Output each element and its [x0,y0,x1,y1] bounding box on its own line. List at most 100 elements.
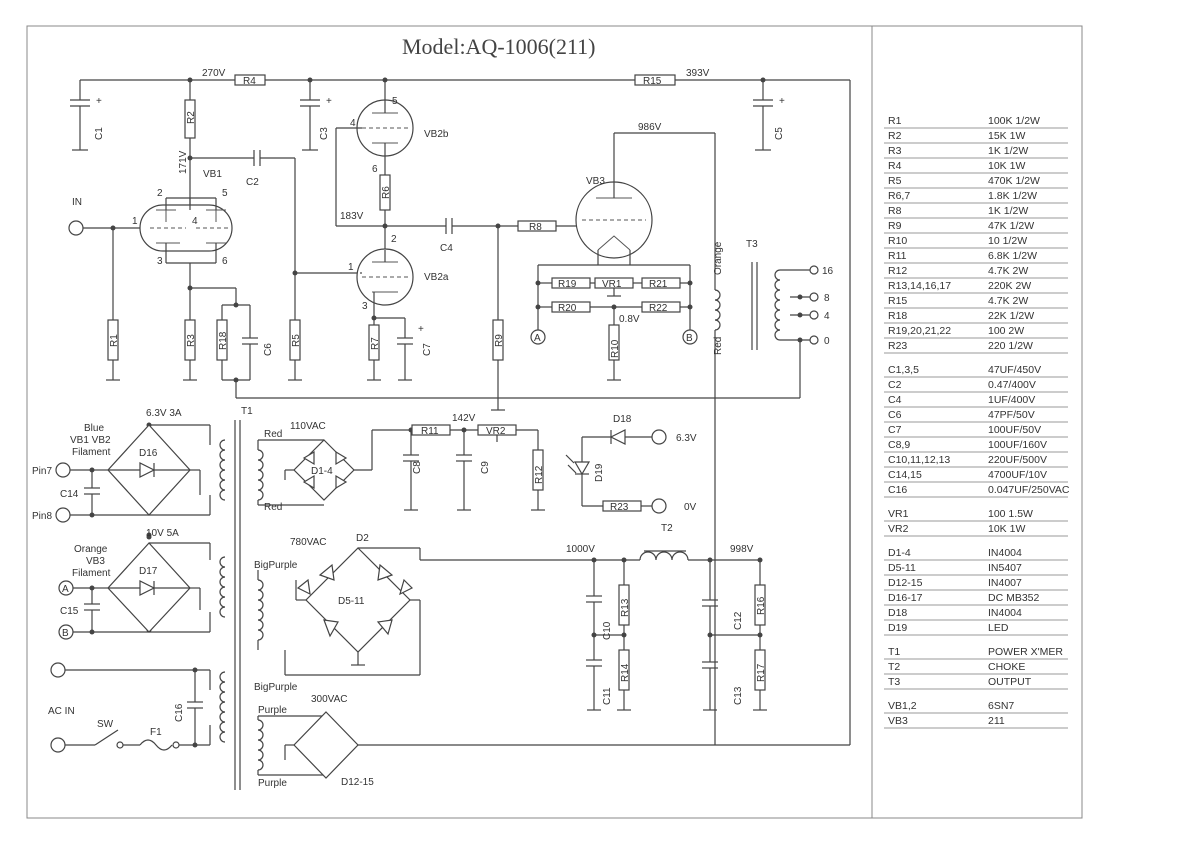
vb2b-pin-6: 6 [372,164,378,175]
bom-part-value: DC MB352 [988,592,1040,604]
bom-part-ref: VR2 [888,523,909,535]
bom-part-ref: C14,15 [888,469,922,481]
pin7-label: Pin7 [32,466,52,477]
bom-part-ref: R5 [888,175,902,187]
bom-part-value: 6SN7 [988,700,1014,712]
r5-label: R5 [291,334,302,347]
bom-part-ref: R3 [888,145,902,157]
drawing-frame [26,25,1083,819]
c13-label: C13 [733,686,744,705]
tap-0: 0 [824,336,830,347]
bom-part-value: 10K 1W [988,160,1025,172]
bom-part-ref: R23 [888,340,907,352]
voltage-393v: 393V [686,68,710,79]
pin7-terminal[interactable] [55,462,71,478]
bom-part-value: 1.8K 1/2W [988,190,1037,202]
bom-part-ref: VB1,2 [888,700,917,712]
vb2b-label: VB2b [424,129,449,140]
bom-part-ref: C16 [888,484,907,496]
input-jack[interactable] [68,220,84,236]
bom-part-ref: D1-4 [888,547,911,559]
tube-vb3 [538,132,716,290]
voltage-6-3v-3a: 6.3V 3A [146,408,182,419]
bom-part-ref: D5-11 [888,562,916,574]
bom-part-ref: R19,20,21,22 [888,325,951,337]
c9-label: C9 [480,461,491,474]
bom-part-value: 15K 1W [988,130,1025,142]
r17-label: R17 [756,663,767,682]
d18-label: D18 [613,414,632,425]
bom-part-ref: R15 [888,295,907,307]
bom-part-value: 0.047UF/250VAC [988,484,1070,496]
r16-label: R16 [756,596,767,615]
bom-part-ref: R2 [888,130,902,142]
svg-text:+: + [418,324,424,335]
c4-label: C4 [440,243,453,254]
c6-label: C6 [263,343,274,356]
bom-part-ref: R6,7 [888,190,910,202]
pin8-terminal[interactable] [55,507,71,523]
fuse-label: F1 [150,727,162,738]
vb1-vb2-label: VB1 VB2 [70,435,111,446]
d12-15-label: D12-15 [341,777,374,788]
pin8-label: Pin8 [32,511,52,522]
filament-label-1: Filament [72,447,111,458]
r19-label: R19 [558,279,577,290]
tap-16: 16 [822,266,834,277]
t1-label: T1 [241,406,253,417]
vb3-label: VB3 [586,176,605,187]
vr2-label: VR2 [486,426,506,437]
vb1-pin-4: 4 [192,216,198,227]
c11-label: C11 [602,687,613,705]
tube-vb2a [356,248,414,325]
bom-part-value: 220K 2W [988,280,1031,292]
voltage-1000v: 1000V [566,544,595,555]
bigpurple-label-2: BigPurple [254,682,298,693]
tube-vb1 [139,197,233,310]
bom-part-value: OUTPUT [988,676,1032,688]
bias-supply [257,424,545,511]
r2-label: R2 [186,111,197,124]
bom-part-ref: T1 [888,646,900,658]
vb2a-pin-1: 1 [348,262,354,273]
bom-part-value: 47UF/450V [988,364,1041,376]
r11-label: R11 [421,426,439,437]
bom-part-value: 10 1/2W [988,235,1027,247]
voltage-10v-5a: 10V 5A [146,528,179,539]
d17-label: D17 [139,566,158,577]
bigpurple-label-1: BigPurple [254,560,298,571]
orange-label: Orange [74,544,108,555]
t3-label: T3 [746,239,758,250]
resistor-r4 [234,74,266,86]
svg-text:+: + [96,96,102,107]
capacitor-c2: C2 [190,150,296,320]
bom-part-ref: R10 [888,235,907,247]
tap-4: 4 [824,311,830,322]
output-transformer-t3 [498,262,819,745]
bom-part-ref: R11 [888,250,907,262]
bom-part-value: 100K 1/2W [988,115,1040,127]
bom-part-value: 47K 1/2W [988,220,1034,232]
bom-part-value: 220UF/500V [988,454,1047,466]
vb1-pin-5: 5 [222,188,228,199]
vac-300-label: 300VAC [311,694,348,705]
voltage-183v: 183V [340,211,364,222]
vb2a-label: VB2a [424,272,449,283]
bom-part-ref: T3 [888,676,900,688]
filament-label-2: Filament [72,568,111,579]
marker-a-top [530,329,546,345]
svg-text:+: + [326,96,332,107]
marker-b-top-label: B [686,333,693,344]
r9-label: R9 [494,334,505,347]
r8-label: R8 [529,222,542,233]
vb1-pin-1: 1 [132,216,138,227]
r10-label: R10 [610,339,621,358]
bom-part-value: IN4007 [988,577,1022,589]
bom-part-value: 100UF/50V [988,424,1041,436]
bom-part-ref: C2 [888,379,902,391]
bom-part-ref: R9 [888,220,902,232]
r23-label: R23 [610,502,629,513]
red-label-2: Red [264,502,282,513]
bom-part-value: POWER X'MER [988,646,1063,658]
